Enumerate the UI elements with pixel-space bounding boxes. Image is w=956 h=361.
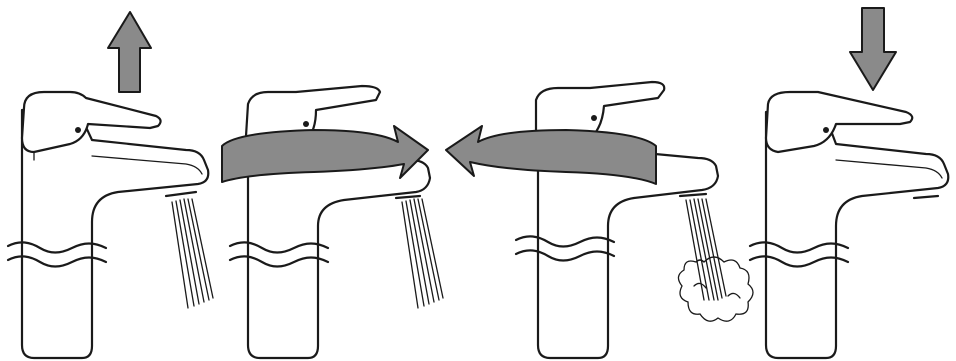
water-stream	[685, 198, 727, 301]
faucet-body	[764, 110, 950, 360]
up-arrow-icon	[107, 11, 152, 93]
panel-push-lever-down	[748, 7, 950, 360]
water-stream	[401, 198, 444, 309]
panel-lift-lever-up	[6, 11, 214, 360]
faucet-body	[536, 148, 720, 360]
faucet-lever	[764, 90, 914, 154]
faucet-lever	[20, 90, 162, 154]
panel-rotate-lever-right	[221, 84, 444, 360]
down-arrow-icon	[849, 7, 897, 91]
steam-cloud	[677, 256, 754, 322]
curved-left-arrow-icon	[445, 125, 657, 185]
panel-rotate-lever-left	[445, 80, 754, 360]
water-stream	[171, 198, 214, 309]
faucet-body	[246, 158, 432, 360]
faucet-body	[20, 108, 210, 360]
curved-right-arrow-icon	[221, 125, 429, 183]
